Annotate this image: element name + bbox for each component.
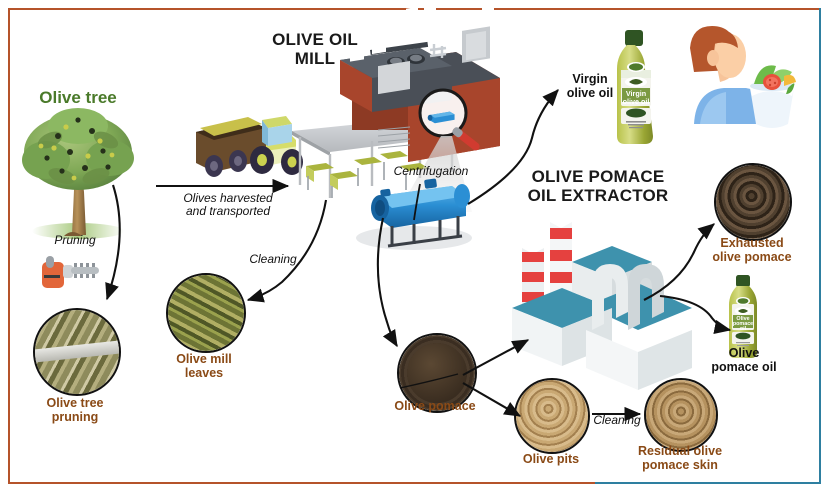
olive-tree-icon	[22, 108, 134, 239]
frame-border-top	[8, 8, 821, 10]
tractor-icon	[196, 116, 303, 177]
node-label-residual-pomace-skin: Residual olive pomace skin	[637, 444, 723, 472]
label-pruning: Pruning	[54, 233, 96, 247]
bottle-pomace-label-line2: pomace	[733, 321, 753, 327]
frame-border-bottom-brown	[8, 482, 595, 484]
node-label-virgin-olive-oil: Virgin olive oil	[566, 72, 614, 100]
arrow-pomace-oil	[659, 294, 732, 334]
label-cleaning-skin: Cleaning	[593, 413, 641, 427]
frame-border-right	[819, 8, 821, 484]
bottle-virgin-label-line1: Virgin	[626, 89, 646, 98]
photo-circle-exhausted-olive-pomace	[714, 163, 792, 241]
olive-pomace-oil-extractor-title: OLIVE POMACE OIL EXTRACTOR	[527, 167, 669, 206]
person-eating-salad-icon	[690, 26, 796, 128]
photo-circle-olive-tree-pruning	[33, 308, 121, 396]
node-label-olive-mill-leaves: Olive mill leaves	[176, 352, 232, 380]
olive-tree-title: Olive tree	[39, 88, 117, 107]
arrow-olive-pomace	[376, 217, 398, 348]
label-cleaning-leaves: Cleaning	[249, 252, 297, 266]
node-label-olive-pomace-oil: Olive pomace oil	[711, 346, 777, 374]
centrifuge-decanter-icon	[356, 178, 472, 250]
bottle-pomace-label-line1: Olive	[736, 316, 749, 322]
bottle-pomace-label-line3: oil	[740, 326, 747, 332]
photo-circle-olive-pits	[514, 378, 590, 454]
node-label-exhausted-olive-pomace: Exhausted olive pomace	[712, 236, 792, 264]
photo-circle-residual-pomace-skin	[644, 378, 718, 452]
label-olives-harvested: Olives harvested and transported	[183, 191, 273, 219]
node-label-olive-tree-pruning: Olive tree pruning	[46, 396, 104, 424]
arrow-mill-to-centrifuge	[413, 183, 421, 221]
frame-border-left	[8, 8, 10, 484]
olive-oil-mill-title: OLIVE OIL MILL	[272, 30, 358, 69]
label-centrifugation: Centrifugation	[393, 164, 469, 178]
chainsaw-icon	[42, 256, 99, 288]
node-label-olive-pits: Olive pits	[522, 452, 580, 466]
magnifier-icon	[418, 88, 480, 151]
photo-circle-olive-mill-leaves	[166, 273, 246, 353]
frame-border-bottom-blue	[595, 482, 821, 484]
node-label-olive-pomace: Olive pomace	[394, 399, 476, 413]
